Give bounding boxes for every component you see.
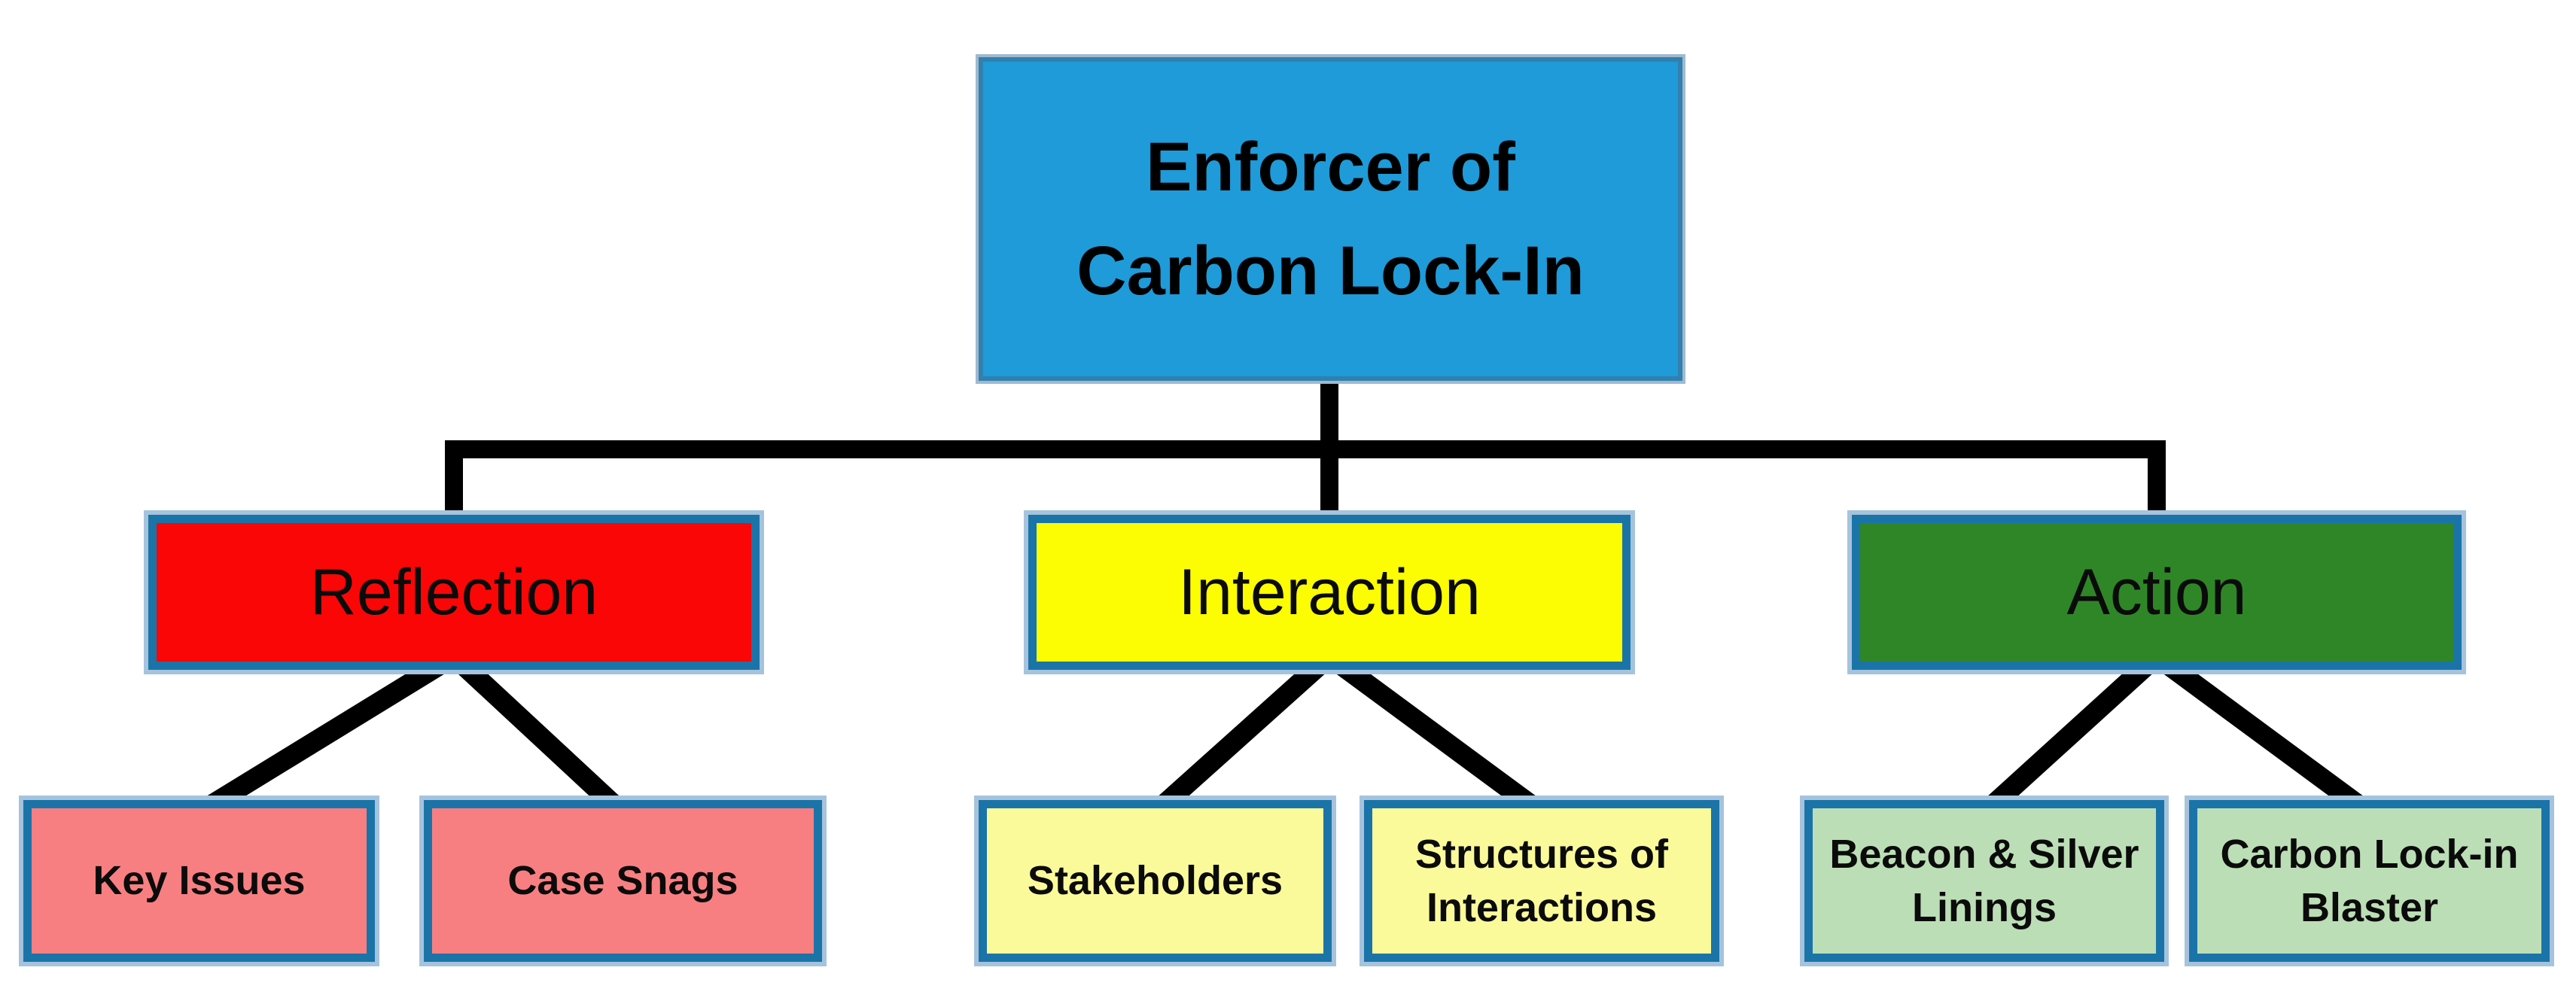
branch-node-label: Interaction bbox=[1178, 555, 1481, 628]
root-node-enforcer-of-carbon-lock-in: Enforcer of Carbon Lock-In bbox=[979, 57, 1682, 381]
branch-node-reflection: Reflection bbox=[148, 515, 760, 670]
connector-action-carbon bbox=[2150, 648, 2376, 821]
leaf-node-label: Stakeholders bbox=[1027, 858, 1283, 904]
connector-reflection-case-snags bbox=[446, 649, 630, 820]
leaf-node-label: Key Issues bbox=[93, 858, 306, 904]
leaf-node-beacon-and-silver-linings: Beacon & Silver Linings bbox=[1804, 800, 2164, 962]
branch-node-label: Reflection bbox=[309, 555, 598, 628]
connector-action-beacon bbox=[1977, 649, 2164, 820]
root-node-label: Enforcer of Carbon Lock-In bbox=[1076, 129, 1585, 309]
connector-interaction-stakeholders bbox=[1147, 648, 1337, 821]
leaf-node-key-issues: Key Issues bbox=[23, 800, 375, 962]
branch-node-interaction: Interaction bbox=[1028, 515, 1631, 670]
branch-node-action: Action bbox=[1852, 515, 2462, 670]
leaf-node-carbon-lock-in-blaster: Carbon Lock-in Blaster bbox=[2189, 800, 2550, 962]
connector-interaction-structures bbox=[1323, 648, 1548, 821]
leaf-node-label: Carbon Lock-in Blaster bbox=[2220, 832, 2519, 930]
leaf-node-stakeholders: Stakeholders bbox=[979, 800, 1332, 962]
leaf-node-label: Beacon & Silver Linings bbox=[1829, 832, 2139, 930]
leaf-node-label: Case Snags bbox=[507, 858, 738, 904]
leaf-node-case-snags: Case Snags bbox=[424, 800, 822, 962]
branch-node-label: Action bbox=[2066, 555, 2247, 628]
leaf-node-structures-of-interactions: Structures of Interactions bbox=[1364, 800, 1719, 962]
leaf-node-label: Structures of Interactions bbox=[1414, 832, 1669, 930]
connector-reflection-key-issues bbox=[193, 647, 460, 822]
